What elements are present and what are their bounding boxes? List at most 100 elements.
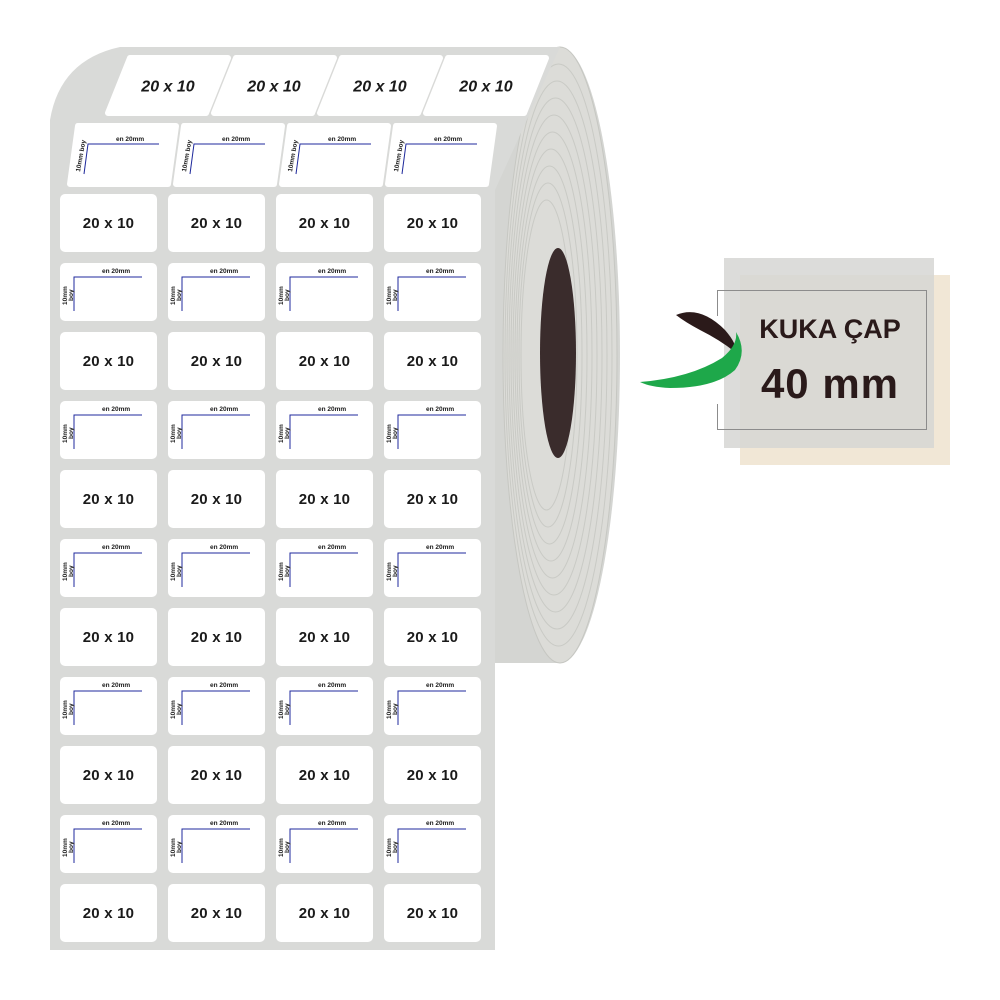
- roll-top-label-text: 20 x 10: [246, 79, 300, 96]
- core-diameter-title: KUKA ÇAP: [759, 314, 901, 344]
- size-label-text: 20 x 10: [190, 766, 243, 784]
- size-label: 20 x 10: [60, 884, 157, 942]
- dimension-lines: [73, 414, 142, 449]
- width-dimension-text: en 20mm: [210, 682, 239, 689]
- callout-frame-edge: [717, 290, 718, 316]
- size-label-text: 20 x 10: [298, 490, 351, 508]
- height-dimension-word: boy: [68, 841, 75, 853]
- dimension-lines: [397, 414, 466, 449]
- roll-ring: [518, 182, 578, 528]
- width-dimension-text: en 20mm: [318, 820, 347, 827]
- roll-top-label-text: 20 x 10: [352, 79, 406, 96]
- callout-panel: [724, 258, 934, 448]
- height-dimension-word: boy: [176, 703, 183, 715]
- size-label-text: 20 x 10: [406, 628, 459, 646]
- width-dimension-text: en 20mm: [102, 682, 131, 689]
- size-label: 20 x 10: [168, 608, 265, 666]
- height-dimension-word: boy: [392, 841, 399, 853]
- height-dimension-word: boy: [68, 289, 75, 301]
- roll-top-label: 20 x 10: [105, 55, 231, 116]
- dimension-lines: [181, 690, 250, 725]
- roll-rings: [504, 63, 613, 647]
- height-dimension-word: boy: [284, 565, 291, 577]
- roll-top-label-text: 20 x 10: [458, 79, 512, 96]
- roll-top-width-text: en 20mm: [222, 136, 250, 143]
- height-dimension-word: boy: [392, 289, 399, 301]
- size-label: 20 x 10: [60, 332, 157, 390]
- roll-core: [540, 248, 576, 458]
- roll-top-width-text: en 20mm: [116, 136, 144, 143]
- roll-ring: [508, 97, 603, 613]
- size-label: 20 x 10: [60, 608, 157, 666]
- callout-frame: [717, 290, 927, 430]
- roll-top-width-text: en 20mm: [328, 136, 356, 143]
- dimension-lines: [181, 414, 250, 449]
- roll-ring: [504, 63, 613, 647]
- width-dimension-text: en 20mm: [426, 820, 455, 827]
- width-dimension-text: en 20mm: [318, 268, 347, 275]
- core-diameter-value: 40 mm: [760, 360, 900, 407]
- roll-ring: [506, 80, 608, 630]
- size-label: 20 x 10: [168, 332, 265, 390]
- size-label-text: 20 x 10: [298, 904, 351, 922]
- height-dimension-word: boy: [176, 289, 183, 301]
- height-dimension-word: boy: [68, 565, 75, 577]
- dimension-lines: [289, 690, 358, 725]
- height-dimension-word: boy: [176, 427, 183, 439]
- size-label-text: 20 x 10: [406, 904, 459, 922]
- size-label: 20 x 10: [276, 332, 373, 390]
- size-label-text: 20 x 10: [190, 352, 243, 370]
- size-label-text: 20 x 10: [190, 490, 243, 508]
- height-dimension-word: boy: [392, 703, 399, 715]
- height-dimension-word: boy: [284, 703, 291, 715]
- roll-ring: [514, 148, 588, 562]
- roll-ring: [512, 131, 593, 579]
- size-label-text: 20 x 10: [298, 352, 351, 370]
- dimension-lines: [73, 276, 142, 311]
- size-label-text: 20 x 10: [406, 214, 459, 232]
- dimension-lines: [73, 690, 142, 725]
- height-dimension-word: boy: [176, 565, 183, 577]
- size-label-text: 20 x 10: [190, 628, 243, 646]
- size-label-text: 20 x 10: [298, 766, 351, 784]
- size-label-text: 20 x 10: [406, 490, 459, 508]
- size-label-text: 20 x 10: [298, 214, 351, 232]
- size-label: 20 x 10: [384, 746, 481, 804]
- size-label-text: 20 x 10: [190, 904, 243, 922]
- size-label: 20 x 10: [276, 194, 373, 252]
- height-dimension-word: boy: [392, 427, 399, 439]
- roll-top-label: 20 x 10: [317, 55, 443, 116]
- roll-top-label: 20 x 10: [211, 55, 337, 116]
- dimension-lines: [73, 552, 142, 587]
- height-dimension-word: boy: [68, 703, 75, 715]
- roll-top-width-text: en 20mm: [434, 136, 462, 143]
- dimension-lines: [289, 552, 358, 587]
- size-label: 20 x 10: [60, 746, 157, 804]
- width-dimension-text: en 20mm: [318, 406, 347, 413]
- roll-ring: [510, 114, 598, 596]
- dimension-lines: [73, 828, 142, 863]
- height-dimension-word: boy: [392, 565, 399, 577]
- size-label-text: 20 x 10: [82, 628, 135, 646]
- size-label: 20 x 10: [60, 194, 157, 252]
- size-label: 20 x 10: [168, 470, 265, 528]
- width-dimension-text: en 20mm: [210, 406, 239, 413]
